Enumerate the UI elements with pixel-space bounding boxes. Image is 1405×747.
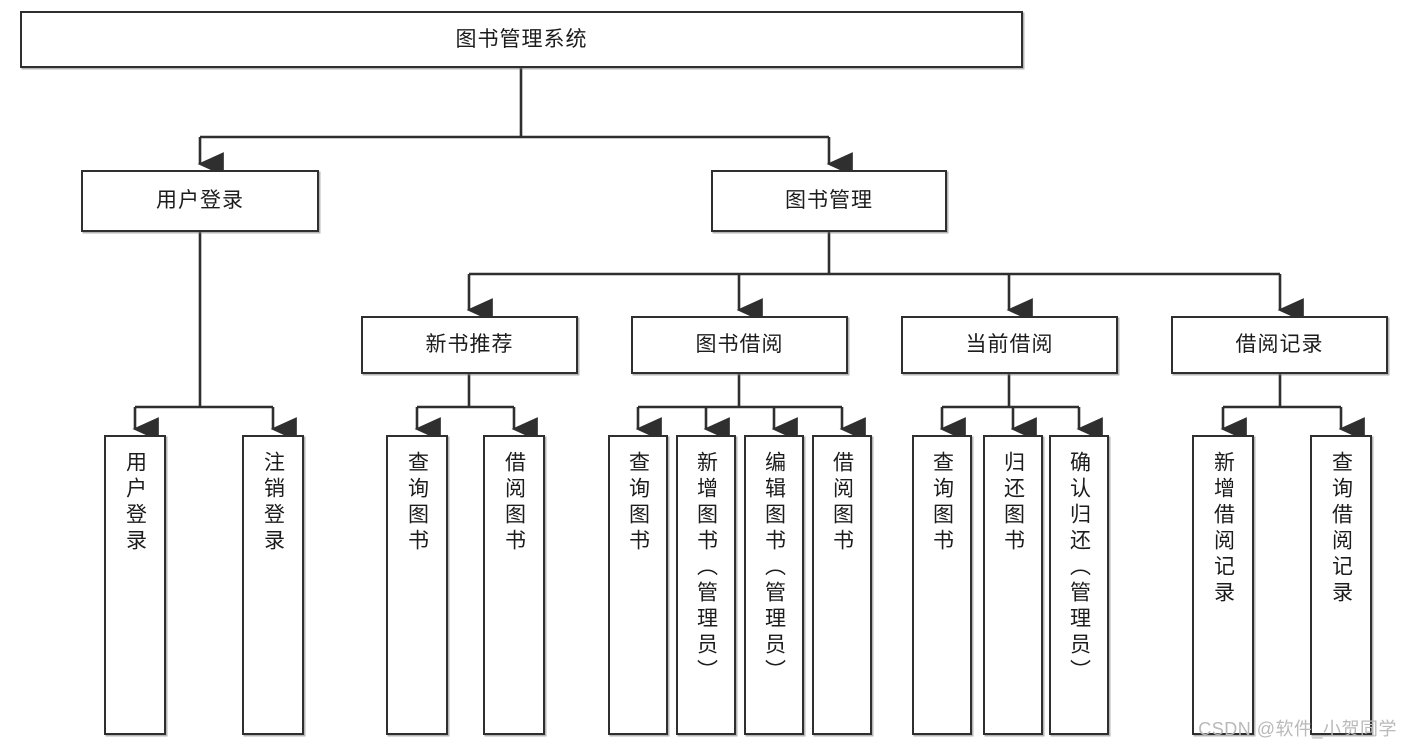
node-leaf-br-query-label: 查询借阅记录 (1329, 451, 1353, 607)
node-leaf-bb-query-label: 查询图书 (626, 451, 650, 555)
node-current-borrow-label: 当前借阅 (965, 333, 1054, 357)
node-book-borrow[interactable]: 图书借阅 (631, 316, 848, 374)
node-leaf-cb-confirm-label: 确认归还（管理员） (1067, 451, 1091, 685)
node-user-login[interactable]: 用户登录 (81, 170, 319, 232)
node-borrow-record-label: 借阅记录 (1235, 333, 1324, 357)
node-root[interactable]: 图书管理系统 (20, 11, 1023, 68)
node-leaf-br-query[interactable]: 查询借阅记录 (1310, 435, 1372, 735)
node-book-manage[interactable]: 图书管理 (711, 170, 947, 232)
node-leaf-user-logout-label: 注销登录 (261, 451, 285, 555)
node-leaf-user-login-label: 用户登录 (123, 451, 147, 555)
node-user-login-label: 用户登录 (156, 189, 244, 213)
node-leaf-bb-edit[interactable]: 编辑图书（管理员） (744, 435, 804, 735)
node-leaf-cb-return-label: 归还图书 (1001, 451, 1025, 555)
node-leaf-bb-add-label: 新增图书（管理员） (694, 451, 718, 685)
node-new-book-rec[interactable]: 新书推荐 (361, 316, 578, 374)
watermark-text: CSDN @软件_小贺同学 (1198, 719, 1397, 739)
node-leaf-cb-query[interactable]: 查询图书 (912, 435, 972, 735)
node-leaf-bb-query[interactable]: 查询图书 (608, 435, 668, 735)
node-root-label: 图书管理系统 (455, 27, 588, 51)
node-leaf-bb-borrow[interactable]: 借阅图书 (812, 435, 872, 735)
node-leaf-user-logout[interactable]: 注销登录 (242, 435, 304, 735)
node-leaf-cb-return[interactable]: 归还图书 (983, 435, 1043, 735)
node-leaf-bb-borrow-label: 借阅图书 (830, 451, 854, 555)
node-leaf-bb-edit-label: 编辑图书（管理员） (762, 451, 786, 685)
node-leaf-br-add[interactable]: 新增借阅记录 (1192, 435, 1254, 735)
node-book-manage-label: 图书管理 (785, 189, 873, 213)
node-leaf-nbr-query-label: 查询图书 (405, 451, 429, 555)
node-leaf-br-add-label: 新增借阅记录 (1211, 451, 1235, 607)
node-leaf-nbr-query[interactable]: 查询图书 (386, 435, 448, 735)
node-borrow-record[interactable]: 借阅记录 (1171, 316, 1388, 374)
node-leaf-nbr-borrow-label: 借阅图书 (502, 451, 526, 555)
node-current-borrow[interactable]: 当前借阅 (901, 316, 1118, 374)
node-leaf-nbr-borrow[interactable]: 借阅图书 (483, 435, 545, 735)
node-leaf-bb-add[interactable]: 新增图书（管理员） (676, 435, 736, 735)
node-leaf-cb-confirm[interactable]: 确认归还（管理员） (1049, 435, 1109, 735)
node-leaf-cb-query-label: 查询图书 (930, 451, 954, 555)
node-book-borrow-label: 图书借阅 (695, 333, 784, 357)
node-leaf-user-login[interactable]: 用户登录 (104, 435, 166, 735)
node-new-book-rec-label: 新书推荐 (425, 333, 514, 357)
